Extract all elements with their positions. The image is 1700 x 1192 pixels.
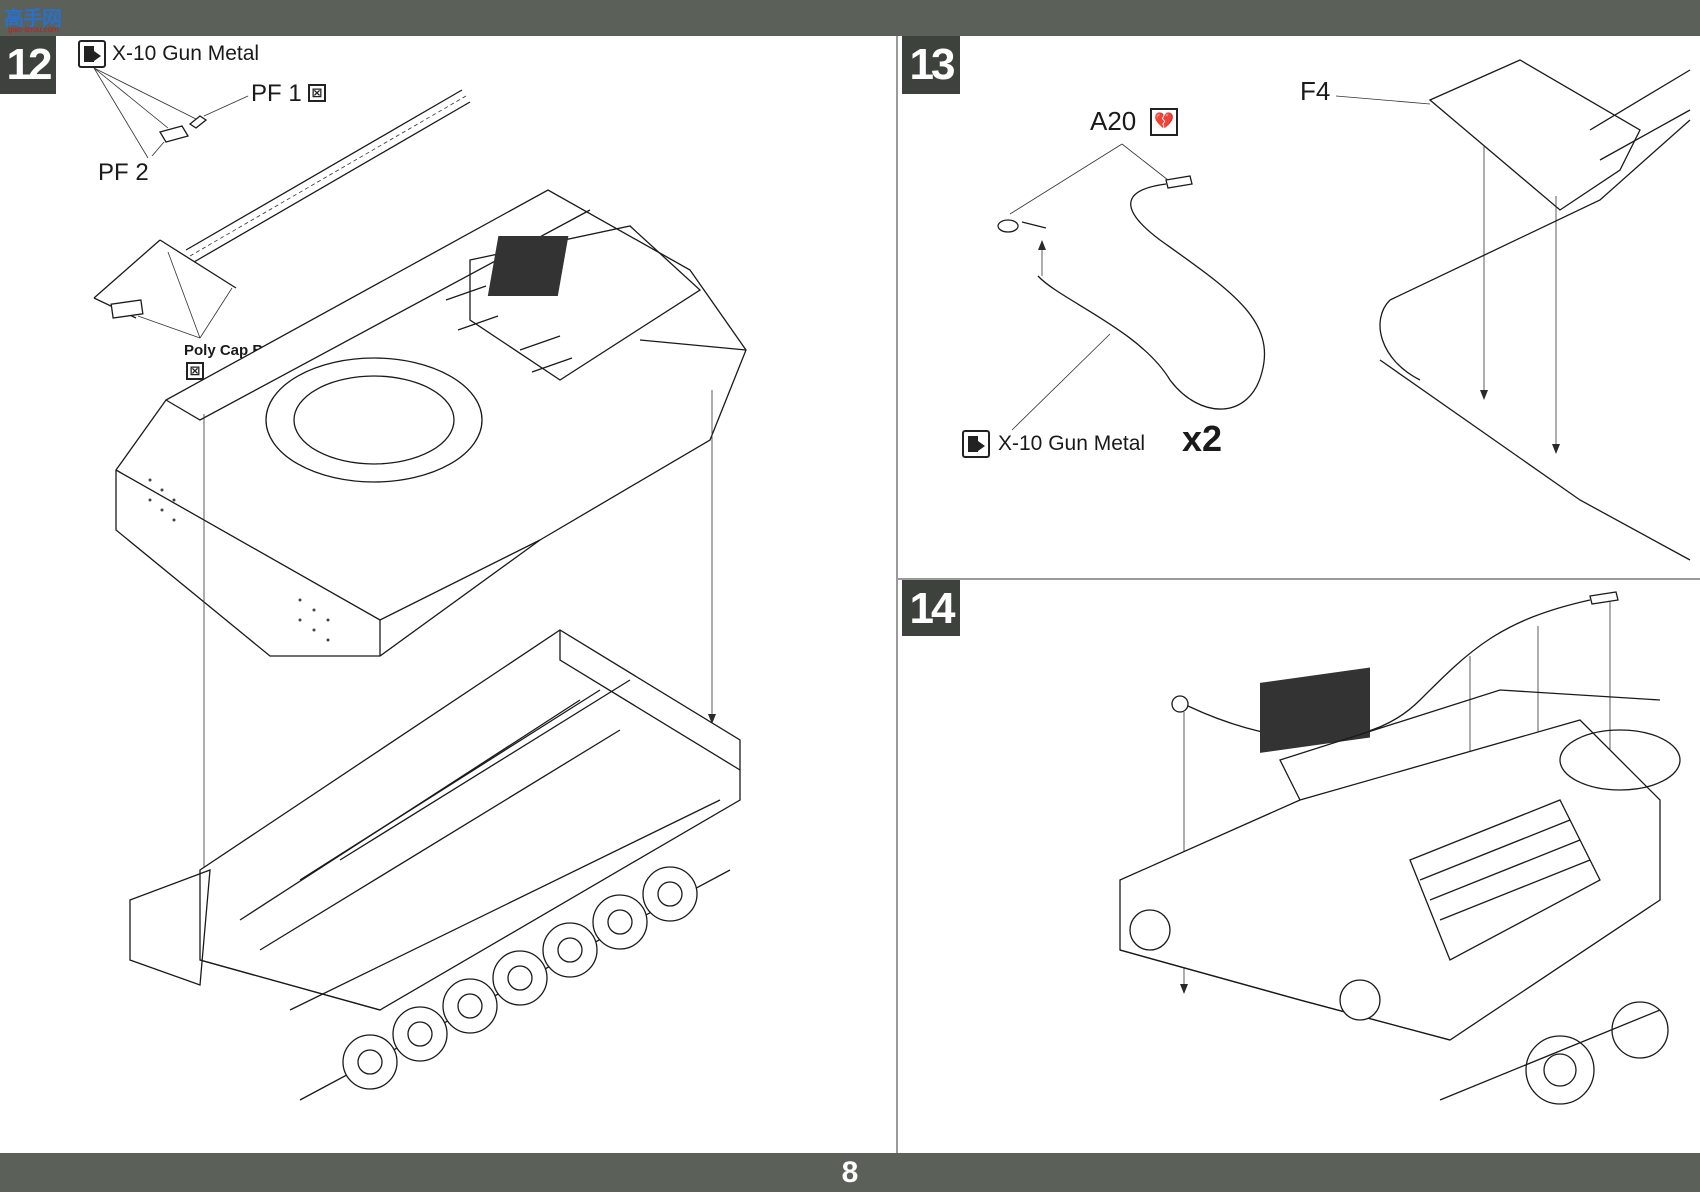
pf1-symbol: ⊠ [308, 84, 326, 102]
part-pf1-label: PF 1 [251, 80, 302, 107]
step-12-illustration [93, 67, 747, 1101]
quantity-label: x2 [1182, 418, 1223, 459]
panel-divider-horizontal [898, 578, 1700, 580]
watermark-text: 高手网 [4, 8, 62, 30]
watermark-url: gao-shou.com [8, 25, 59, 34]
track-and-wheels [129, 799, 731, 1101]
track-run-detached [185, 89, 471, 263]
poly-cap-bracket [93, 239, 237, 339]
rear-hull-drawing [1119, 667, 1681, 1105]
poly-cap-symbol: ⊠ [186, 362, 204, 380]
paint-brush-icon [78, 40, 106, 68]
part-f4-label: F4 [1300, 76, 1331, 106]
part-pf2-label: PF 2 [98, 159, 149, 186]
part-a20-label: A20 [1090, 106, 1137, 136]
step-13-paint-label: X-10 Gun Metal [998, 432, 1146, 455]
upper-hull-drawing [115, 189, 747, 657]
top-bar [0, 0, 1700, 36]
watermark-logo: 高手网 gao-shou.com [4, 2, 70, 36]
a20-symbol: 💔 [1150, 108, 1178, 136]
step-14-badge: 14 [902, 580, 960, 636]
step-14-illustration [1119, 591, 1681, 1105]
step-13-illustration [997, 59, 1691, 561]
page-number: 8 [841, 1156, 859, 1189]
rear-plate-drawing [1335, 59, 1691, 561]
step-13-badge: 13 [902, 36, 960, 94]
paint-brush-icon [962, 430, 990, 458]
panel-divider-vertical [896, 36, 898, 1153]
bottom-bar [0, 1153, 1700, 1192]
poly-cap-label: Poly Cap B [184, 342, 264, 359]
tow-cable-drawing [997, 143, 1266, 431]
paint-leader-lines [93, 67, 199, 159]
lower-hull-drawing [199, 629, 741, 1011]
step-12-paint-label: X-10 Gun Metal [112, 42, 260, 65]
track-link-detail [151, 95, 249, 157]
step-12-badge: 12 [0, 36, 56, 94]
